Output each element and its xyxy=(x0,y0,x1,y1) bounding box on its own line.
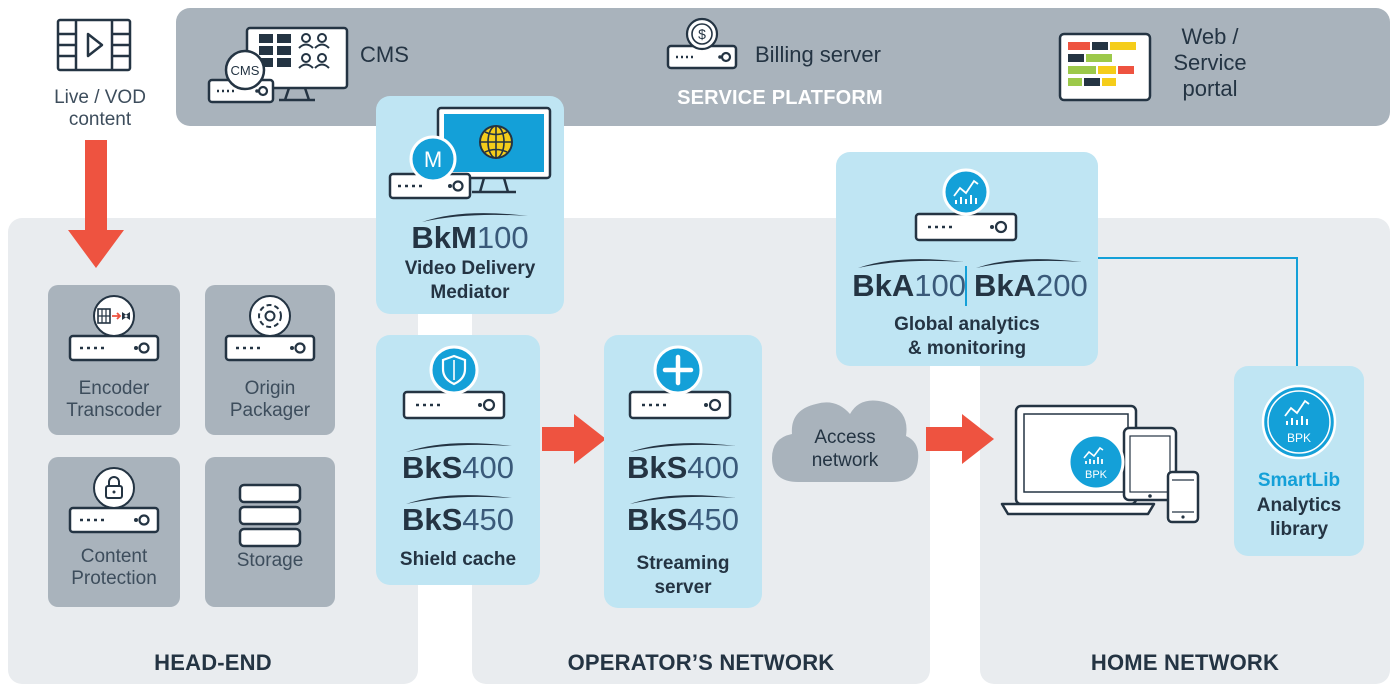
service-platform-title: SERVICE PLATFORM xyxy=(677,87,883,109)
origin-label-2: Packager xyxy=(229,400,311,421)
analytics-server-icon xyxy=(914,168,1018,242)
source-arrow xyxy=(68,140,124,268)
streaming-server-icon xyxy=(628,345,732,420)
billing-server-icon: $ xyxy=(666,17,738,70)
origin-server-icon xyxy=(224,295,316,362)
bkm100-product: BkM100 xyxy=(411,220,529,255)
bks400-swoosh-1 xyxy=(406,443,512,452)
access-to-home-arrow xyxy=(926,414,994,464)
encoder-label-2: Transcoder xyxy=(66,400,162,421)
protection-server-icon xyxy=(68,467,160,534)
access-network-label-1: Access xyxy=(814,427,876,448)
bks450-swoosh-2 xyxy=(630,495,736,504)
smartlib-label-2: library xyxy=(1269,519,1329,540)
access-network-cloud xyxy=(772,400,919,482)
operator-title: OPERATOR’S NETWORK xyxy=(567,650,835,675)
analytics-label-2: & monitoring xyxy=(907,338,1027,359)
mediator-label-1: Video Delivery xyxy=(404,258,536,279)
home-devices-icon: BPK xyxy=(1000,404,1200,524)
smartlib-title: SmartLib xyxy=(1257,470,1341,491)
streaming-bks450-product: BkS450 xyxy=(626,502,740,537)
bks400-swoosh-2 xyxy=(630,443,736,452)
smartlib-label-1: Analytics xyxy=(1256,495,1342,516)
svg-text:BPK: BPK xyxy=(1287,431,1311,445)
bka100-swoosh xyxy=(858,259,964,268)
bka200-swoosh xyxy=(976,259,1082,268)
video-content-icon xyxy=(56,18,132,72)
web-portal-icon xyxy=(1058,32,1152,102)
source-label-1: Live / VOD xyxy=(54,87,146,108)
mediator-icon: M xyxy=(388,106,552,200)
web-portal-label-2: Service xyxy=(1173,50,1247,75)
web-portal-label-3: portal xyxy=(1182,76,1238,101)
mediator-label-2: Mediator xyxy=(430,282,510,303)
protection-label-1: Content xyxy=(80,546,148,567)
analytics-label-1: Global analytics xyxy=(894,314,1040,335)
streaming-bks400-product: BkS400 xyxy=(626,450,740,485)
protection-label-2: Protection xyxy=(71,568,157,589)
storage-label: Storage xyxy=(236,550,304,571)
cms-icon: CMS xyxy=(207,26,349,104)
access-network-label-2: network xyxy=(811,450,879,471)
analytics-connector-line xyxy=(1096,257,1298,367)
streaming-label-1: Streaming xyxy=(636,553,730,574)
headend-title: HEAD-END xyxy=(154,650,272,675)
smartlib-icon: BPK xyxy=(1261,384,1337,460)
shield-to-streaming-arrow xyxy=(542,414,606,464)
bka100-product: BkA100 xyxy=(852,268,966,303)
web-portal-label-1: Web / xyxy=(1181,24,1239,49)
encoder-label-1: Encoder xyxy=(78,378,150,399)
svg-text:M: M xyxy=(424,147,442,172)
svg-text:CMS: CMS xyxy=(231,63,260,78)
encoder-server-icon xyxy=(68,295,160,362)
cms-label: CMS xyxy=(360,42,409,67)
bka200-product: BkA200 xyxy=(974,268,1088,303)
shield-bks400-product: BkS400 xyxy=(401,450,515,485)
bkm-swoosh xyxy=(422,213,528,222)
shield-cache-label: Shield cache xyxy=(399,549,517,570)
shield-bks450-product: BkS450 xyxy=(401,502,515,537)
home-title: HOME NETWORK xyxy=(1090,650,1280,675)
svg-text:BPK: BPK xyxy=(1085,469,1108,481)
product-divider xyxy=(965,266,967,306)
billing-server-label: Billing server xyxy=(755,42,881,67)
bks450-swoosh-1 xyxy=(406,495,512,504)
svg-text:$: $ xyxy=(698,26,706,42)
source-label-2: content xyxy=(68,109,132,130)
streaming-label-2: server xyxy=(654,577,712,598)
shield-cache-icon xyxy=(402,345,506,420)
origin-label-1: Origin xyxy=(244,378,296,399)
storage-icon xyxy=(238,483,302,548)
